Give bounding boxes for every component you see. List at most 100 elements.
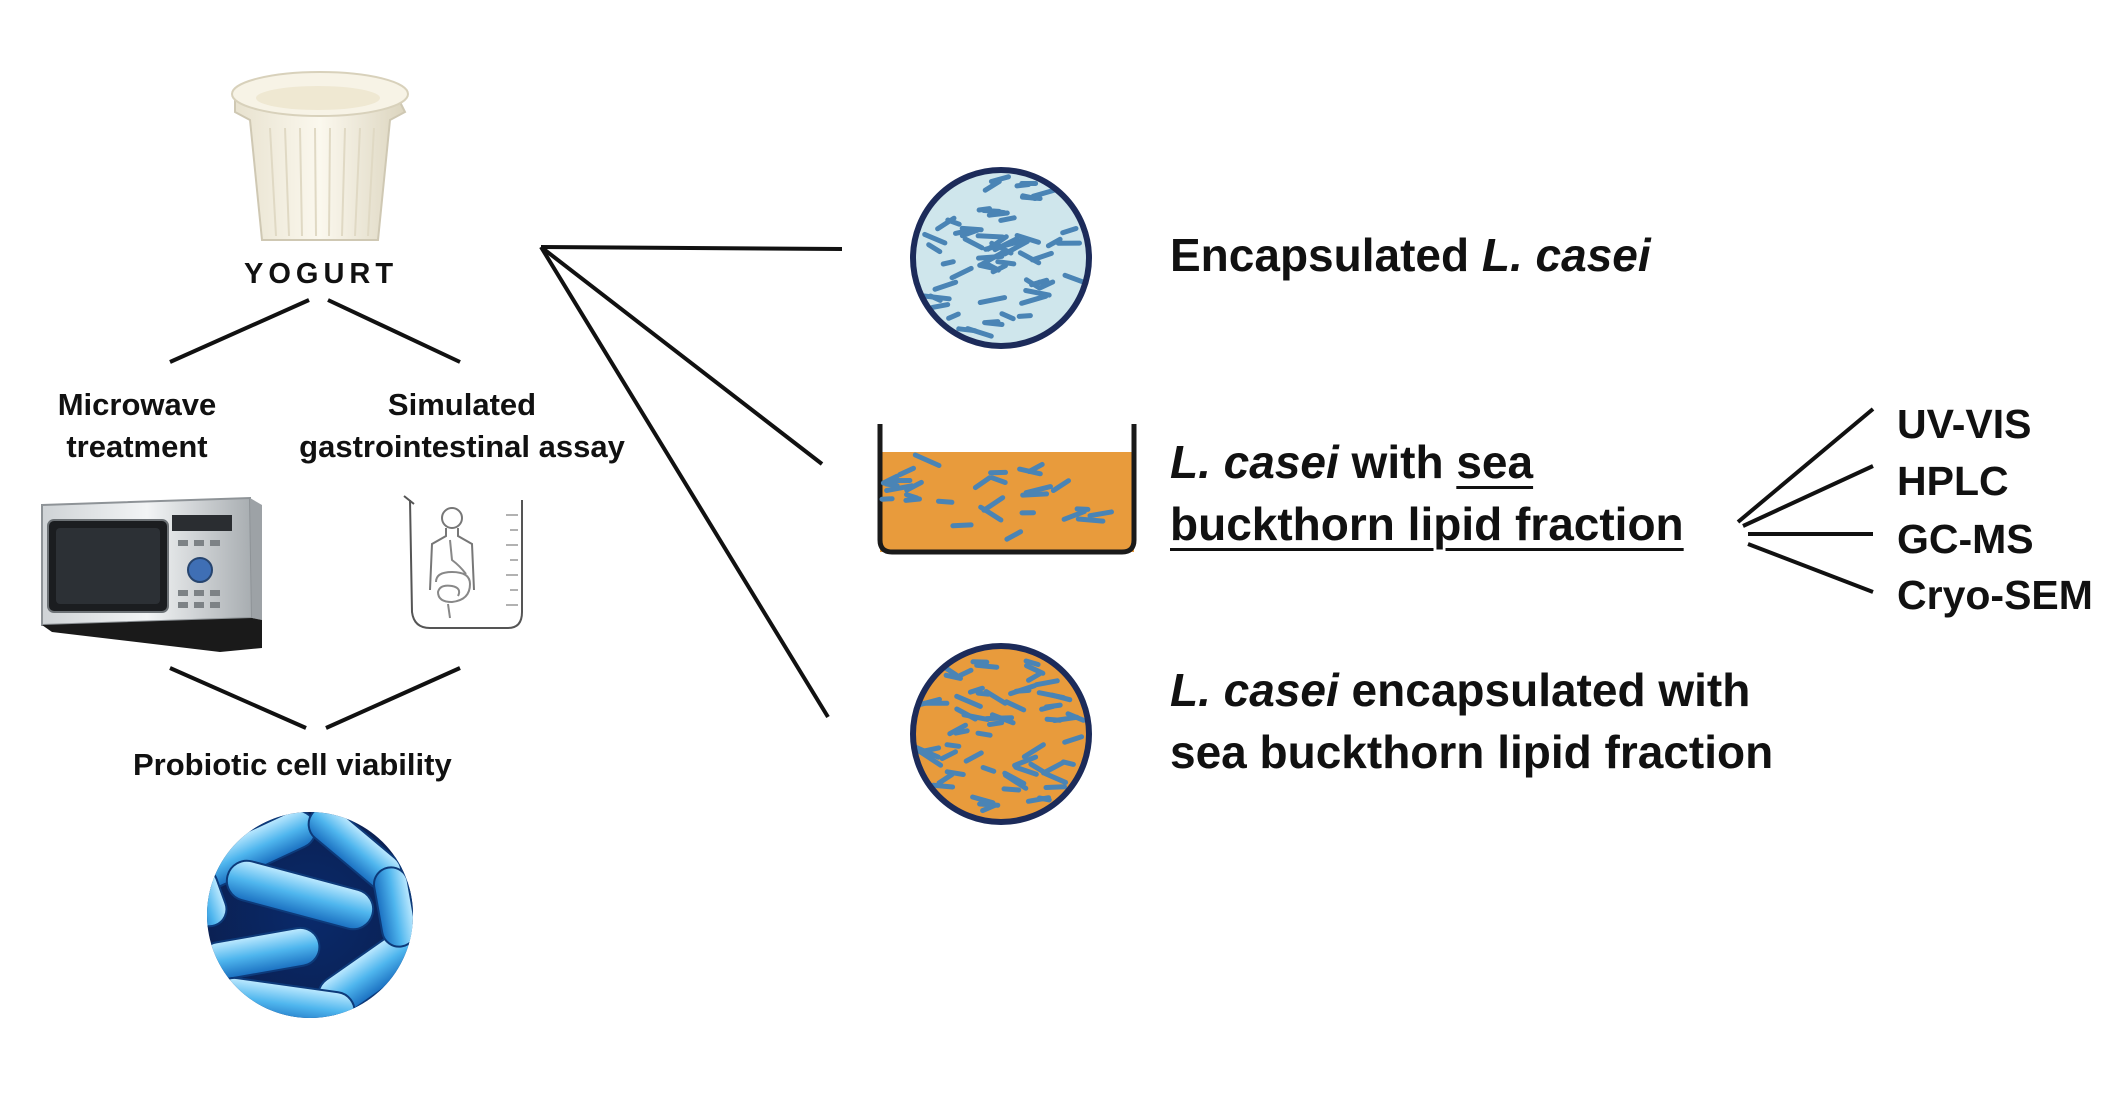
- bacterium-rod: [1043, 771, 1069, 785]
- bacterium-rod: [904, 492, 920, 501]
- bacterium-rod: [1050, 478, 1071, 493]
- bacterium-rod: [904, 479, 924, 493]
- bacterium-rod: [1065, 711, 1086, 723]
- bacterium-rod: [999, 311, 1016, 322]
- item3-species: L. casei: [1170, 664, 1339, 716]
- bacterium-rod: [1029, 277, 1050, 288]
- technique-cryosem: Cryo-SEM: [1897, 572, 2093, 618]
- bacterium-rod: [959, 225, 984, 233]
- bacterium-rod: [998, 215, 1017, 223]
- bacterium-rod: [1044, 716, 1063, 723]
- bacterium-rod: [1002, 770, 1027, 786]
- bacterium-rod: [1049, 692, 1073, 703]
- bacterium-rod: [926, 242, 943, 255]
- bacterium-rod: [1023, 288, 1052, 298]
- bacterium-rod: [1013, 764, 1039, 777]
- bacterium-rod: [1017, 466, 1043, 477]
- technique-uvvis: UV-VIS: [1897, 401, 2032, 447]
- bacterium-rod: [935, 215, 957, 232]
- bacterium-rod: [1087, 509, 1114, 519]
- bacterium-rod: [955, 667, 974, 680]
- item2-species: L. casei: [1170, 436, 1339, 488]
- bacterium-rod: [976, 206, 992, 213]
- bacterium-rod: [950, 522, 974, 529]
- bacterium-rod: [1003, 699, 1027, 713]
- bacterium-rod: [1030, 187, 1057, 199]
- bacterium-rod: [943, 666, 959, 678]
- bacterium-rod: [1013, 687, 1032, 694]
- item2-label: L. casei with sea buckthorn lipid fracti…: [1170, 431, 1684, 555]
- bacterium-rod: [884, 483, 915, 493]
- capsule-bacteria-icon: [910, 167, 1092, 349]
- bacterium-rod: [930, 782, 956, 790]
- bacterium-rod: [949, 265, 974, 281]
- bacterium-rod: [975, 730, 993, 738]
- bacterium-rod: [917, 696, 942, 707]
- bacterium-rod: [883, 481, 900, 489]
- bacterium-rod: [1020, 491, 1050, 498]
- bacterium-rod: [980, 765, 997, 774]
- bacterium-rod: [1033, 678, 1060, 688]
- bacterium-rod: [1062, 734, 1085, 745]
- item3-label: L. casei encapsulated with sea buckthorn…: [1170, 659, 1773, 783]
- technique-gcms: GC-MS: [1897, 516, 2034, 562]
- item3-line2: sea buckthorn lipid fraction: [1170, 726, 1774, 778]
- item2-underlined-a: sea: [1456, 436, 1534, 488]
- bacterium-rod: [984, 319, 1001, 325]
- yogurt-cup-icon: [231, 71, 409, 241]
- bacterium-rod: [1074, 506, 1091, 512]
- bacterium-rod: [932, 279, 959, 292]
- microwave-icon: [41, 496, 262, 652]
- bacterium-rod: [974, 662, 1000, 670]
- bacterium-rod: [1061, 509, 1087, 522]
- bacterium-rod: [1026, 671, 1042, 683]
- bacterium-rod: [1075, 516, 1106, 524]
- bacterium-rod: [916, 748, 944, 768]
- bacterium-rod: [967, 685, 985, 695]
- bacterium-rod: [940, 259, 956, 267]
- microwave-line1: Microwave: [57, 387, 217, 422]
- bacterium-rod: [965, 326, 994, 339]
- probiotic-viability-label: Probiotic cell viability: [133, 747, 452, 782]
- bacteria-micrograph-icon: [207, 812, 413, 1018]
- bacterium-rod: [1045, 236, 1063, 249]
- item2-mid: with: [1338, 436, 1457, 488]
- bacterium-rod: [961, 712, 990, 722]
- bacterium-rod: [1041, 760, 1066, 776]
- bacterium-rod: [946, 311, 961, 321]
- bacterium-rod: [939, 749, 958, 761]
- bacterium-rod: [1024, 663, 1046, 676]
- lipid-bath-icon: [877, 424, 1137, 555]
- bacterium-rod: [995, 259, 1017, 267]
- bacterium-rod: [988, 174, 1011, 184]
- bacterium-rod: [897, 465, 916, 478]
- bacterium-rod: [947, 722, 968, 737]
- bacterium-rod: [963, 750, 984, 764]
- item3-line1-rest: encapsulated with: [1338, 664, 1751, 716]
- bacterium-rod: [1025, 795, 1052, 804]
- simulated-line1: Simulated: [387, 387, 537, 422]
- microwave-line2: treatment: [66, 429, 208, 464]
- bacterium-rod: [1023, 658, 1041, 667]
- bacterium-rod: [962, 236, 985, 251]
- bacterium-rod: [983, 689, 1008, 706]
- bacterium-rod: [944, 769, 966, 777]
- bacterium-rod: [1014, 182, 1032, 189]
- bacterium-rod: [936, 498, 955, 505]
- bacterium-rod: [1014, 233, 1041, 245]
- bacterium-rod: [975, 233, 1006, 240]
- bacterium-rod: [977, 295, 1008, 305]
- bacterium-rod: [1039, 703, 1056, 712]
- bacterium-rod: [981, 495, 1006, 513]
- bacterium-rod: [1028, 761, 1047, 775]
- bacterium-rod: [929, 302, 951, 310]
- bacterium-rod: [976, 253, 1005, 261]
- bacterium-rod: [954, 693, 983, 709]
- bacterium-rod: [879, 496, 895, 502]
- bacterium-rod: [982, 179, 1002, 193]
- bacterium-rod: [953, 228, 971, 236]
- bacterium-rod: [980, 803, 998, 814]
- bacterium-rod: [1001, 786, 1022, 793]
- bacterium-rod: [1016, 313, 1033, 319]
